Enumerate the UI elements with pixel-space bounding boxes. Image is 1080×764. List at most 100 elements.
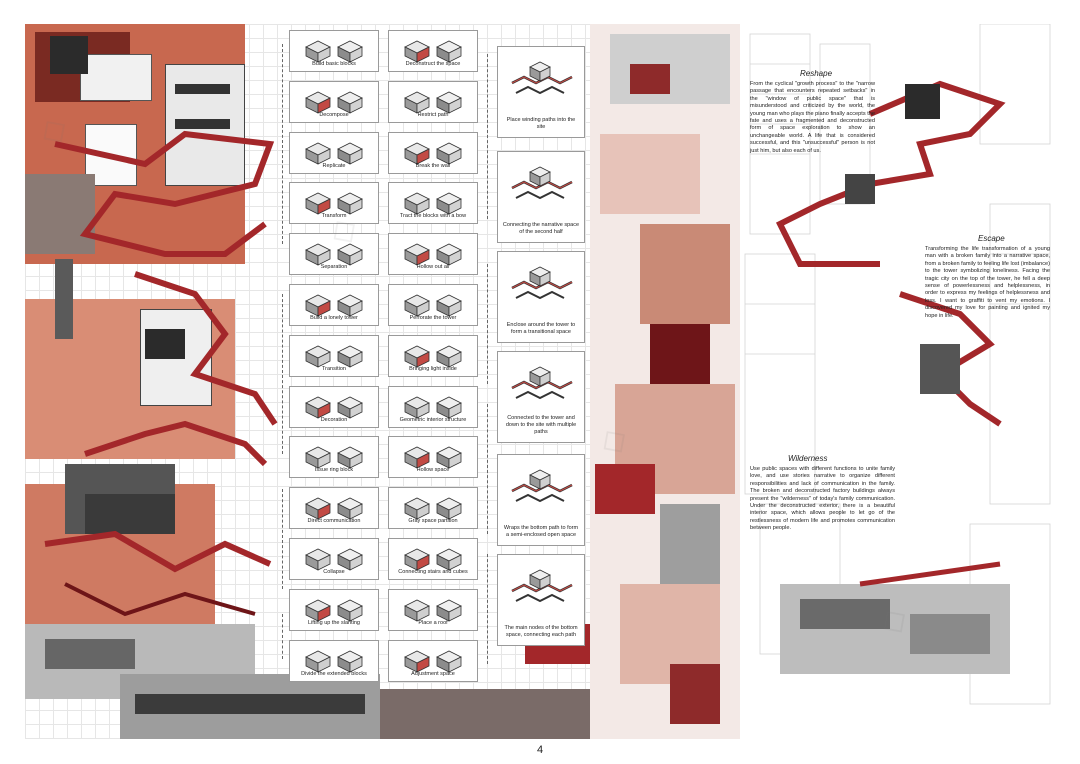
- iso-block-icon: [404, 40, 462, 63]
- design-step-card: Replicate: [289, 131, 379, 174]
- pixel-block-7: [595, 464, 655, 514]
- design-step-label: Deconstruct the space: [405, 61, 461, 67]
- design-step-card: Adjustment space: [388, 639, 478, 682]
- stage-step-label: Enclose around the tower to form a trans…: [506, 322, 576, 335]
- design-step-card: Perforate the tower: [388, 284, 478, 326]
- left-collage: [25, 24, 280, 739]
- building-white: [80, 54, 152, 101]
- design-step-label: Bringing light inside: [409, 365, 457, 372]
- design-step-label: Direct communication: [307, 518, 361, 525]
- design-step-label: Tract the blocks with a bow: [399, 213, 467, 220]
- poster-sheet: Reshape From the cyclical "growth proces…: [25, 24, 1055, 739]
- iso-block-icon: [404, 446, 462, 470]
- connector-right-4: [475, 554, 488, 664]
- tower-mid-dark: [145, 329, 185, 359]
- wilderness-text: Use public spaces with different functio…: [750, 466, 895, 532]
- design-step-card: Issue ring block: [289, 436, 379, 479]
- escape-text: Transforming the life transformation of …: [925, 246, 1050, 319]
- connector-right-2: [475, 264, 488, 384]
- pixel-block-1: [610, 34, 730, 104]
- connector-group-4: [262, 614, 283, 659]
- escape-title: Escape: [978, 234, 1005, 243]
- design-step-card: Restrict path: [388, 80, 478, 123]
- reshape-text: From the cyclical "growth process" to th…: [750, 81, 875, 154]
- design-step-card: Hollow space: [388, 436, 478, 479]
- design-step-card: Divide the extended blocks: [289, 639, 379, 682]
- design-step-card: Geometric interior structure: [388, 385, 478, 428]
- iso-block-icon: [305, 40, 363, 63]
- iso-block-icon: [404, 497, 462, 520]
- design-step-card: Build basic blocks: [289, 30, 379, 72]
- design-step-label: Transform: [321, 213, 347, 220]
- pixel-block-5: [650, 324, 710, 384]
- design-step-card: Lifting up the slanting: [289, 588, 379, 631]
- design-step-card: Collapse: [289, 538, 379, 580]
- stage-massing-icon: [511, 569, 573, 603]
- design-step-card: Separation: [289, 233, 379, 276]
- iso-block-icon: [305, 396, 363, 419]
- iso-block-icon: [305, 548, 363, 571]
- connector-group-3: [262, 489, 283, 589]
- right-panel: Reshape From the cyclical "growth proces…: [740, 24, 1055, 739]
- page-number: 4: [536, 744, 544, 756]
- iso-block-icon: [305, 599, 363, 622]
- design-step-label: Issue ring block: [314, 467, 354, 474]
- stage-step-label: Wraps the bottom path to form a semi-enc…: [503, 525, 579, 538]
- connector-right-1: [475, 54, 488, 219]
- pixel-block-3: [600, 134, 700, 214]
- iso-block-icon: [404, 650, 462, 673]
- facade-strip: [175, 84, 230, 94]
- tower-thin: [55, 259, 73, 339]
- iso-block-icon: [305, 345, 363, 368]
- iso-block-icon: [404, 599, 462, 622]
- iso-block-icon: [404, 243, 462, 266]
- stage-massing-icon: [511, 266, 573, 300]
- design-step-card: Tract the blocks with a bow: [388, 182, 478, 225]
- stage-massing-icon: [511, 61, 573, 95]
- bottom-strip-mid: [380, 689, 630, 739]
- pixel-block-2: [630, 64, 670, 94]
- iso-block-icon: [305, 142, 363, 165]
- design-step-label: Replicate: [322, 162, 346, 169]
- red-path-left: [44, 130, 278, 617]
- design-step-label: Divide the extended blocks: [301, 670, 367, 677]
- stage-step-card: Enclose around the tower to form a trans…: [497, 251, 585, 343]
- connector-group-1: [262, 44, 283, 244]
- design-step-card: Build a lonely tower: [289, 284, 379, 326]
- stage-step-card: Connecting the narrative space of the se…: [497, 151, 585, 243]
- iso-block-icon: [404, 396, 462, 419]
- design-step-label: Break the wall: [415, 162, 451, 169]
- stage-step-card: The main nodes of the bottom space, conn…: [497, 554, 585, 646]
- design-step-card: Hollow out all: [388, 233, 478, 276]
- stage-step-card: Connected to the tower and down to the s…: [497, 351, 585, 443]
- stage-step-label: Connected to the tower and down to the s…: [505, 415, 577, 435]
- pixel-block-4: [640, 224, 730, 324]
- design-step-label: Build basic blocks: [312, 61, 356, 67]
- design-step-label: Separation: [320, 264, 348, 271]
- facade-strip-2: [175, 119, 230, 129]
- reshape-title: Reshape: [800, 69, 833, 78]
- iso-block-icon: [305, 497, 363, 520]
- design-step-card: Bringing light inside: [388, 334, 478, 377]
- iso-block-icon: [305, 294, 363, 317]
- design-step-label: Perforate the tower: [409, 315, 457, 321]
- stage-step-card: Wraps the bottom path to form a semi-enc…: [497, 454, 585, 546]
- connector-group-2: [262, 294, 283, 454]
- design-step-label: Place a roof: [418, 619, 448, 626]
- stacked-block-low-2: [85, 494, 175, 534]
- design-step-label: Transition: [322, 365, 346, 372]
- design-step-card: Connecting stairs and cubes: [388, 538, 478, 580]
- design-step-label: Restrict path: [417, 111, 449, 118]
- stage-step-label: The main nodes of the bottom space, conn…: [504, 625, 578, 638]
- design-step-card: Transform: [289, 182, 379, 225]
- design-step-label: Adjustment space: [411, 670, 455, 677]
- center-collage: [590, 24, 740, 739]
- pixel-block-8: [660, 504, 720, 594]
- iso-block-icon: [404, 345, 462, 368]
- iso-block-icon: [305, 243, 363, 266]
- iso-block-icon: [305, 446, 363, 470]
- stage-massing-icon: [511, 366, 573, 400]
- stage-step-label: Place winding paths into the site: [506, 117, 576, 130]
- design-step-label: Gray space partition: [408, 518, 458, 525]
- gray-podium-dark: [45, 639, 135, 669]
